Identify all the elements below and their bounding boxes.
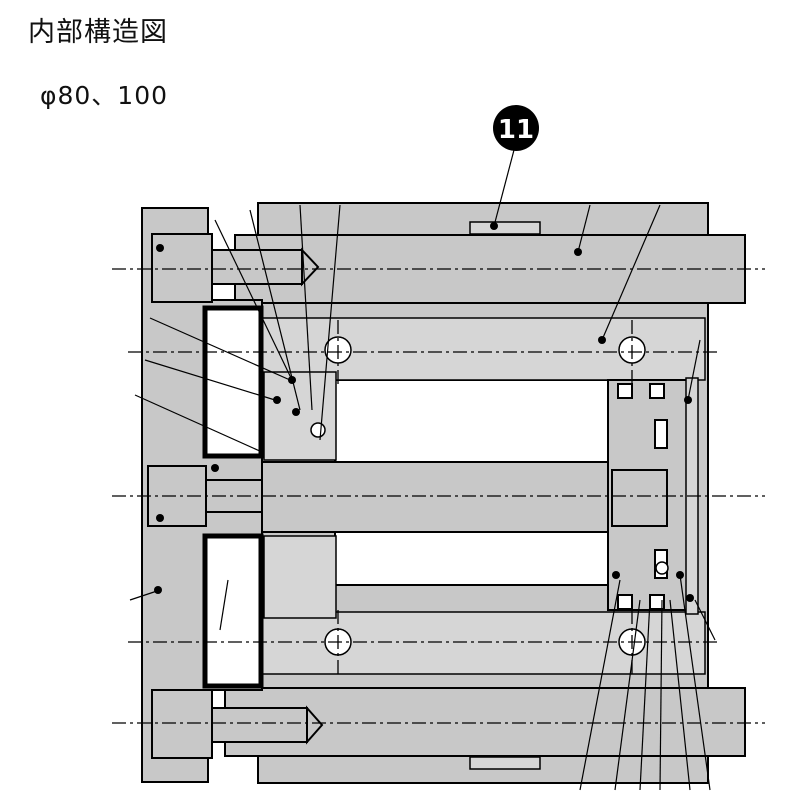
lower-plate-window: [202, 533, 264, 689]
magnet-upper: [654, 419, 668, 449]
seal-upper-left: [617, 383, 633, 399]
leader-lines: [129, 149, 716, 791]
leader-dots: [154, 222, 694, 602]
callout-number: 11: [498, 115, 534, 145]
upper-rod-slot: [469, 221, 541, 235]
page-title: 内部構造図: [28, 17, 168, 48]
lower-rod-slot: [469, 756, 541, 770]
seal-upper-right: [649, 383, 665, 399]
o-ring-lower: [655, 561, 669, 575]
o-ring-upper: [310, 422, 326, 438]
piston-rod-end: [611, 469, 668, 527]
seal-lower-left: [617, 594, 633, 610]
rod-cover-lower: [263, 535, 337, 619]
bore-size-label: φ80、100: [40, 81, 169, 110]
lower-bolt: [151, 689, 324, 759]
piston-rod: [261, 461, 613, 533]
part-number-callout: 11: [493, 105, 539, 151]
upper-plate-window: [202, 305, 264, 459]
